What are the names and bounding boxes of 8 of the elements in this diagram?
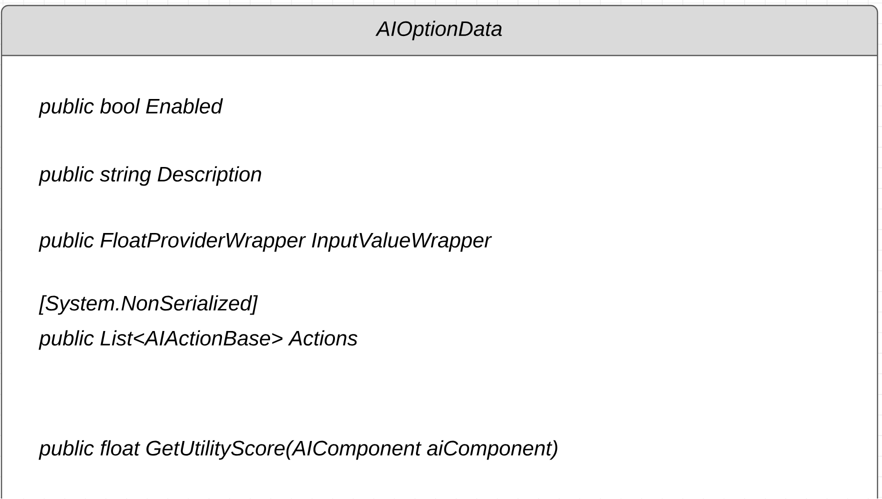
attribute-text: public FloatProviderWrapper InputValueWrapper (38, 232, 492, 252)
attribute-text: public List<AIActionBase> Actions (38, 330, 358, 350)
class-box (0, 4, 878, 498)
class-name: AIOptionData (375, 20, 502, 40)
method-text: public float GetUtilityScore(AIComponent aiComponent) (38, 440, 558, 460)
attribute-text: [System.NonSerialized] (38, 295, 258, 315)
attribute-text: public string Description (38, 166, 262, 186)
attribute-text: public bool Enabled (38, 98, 223, 118)
